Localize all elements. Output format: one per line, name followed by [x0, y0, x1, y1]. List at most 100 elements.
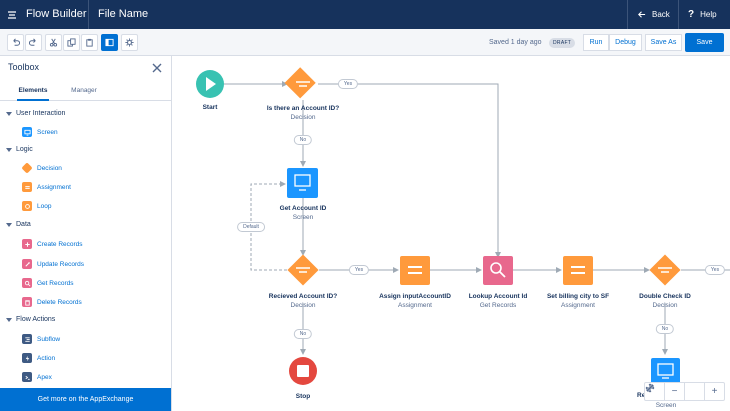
toolbox-tabs: Elements Manager [0, 83, 171, 101]
node-label-double-check: Double Check ID Decision [639, 293, 691, 309]
start-node[interactable] [196, 70, 224, 98]
assignment-icon [22, 182, 32, 192]
connector-label-yes[interactable]: Yes [348, 265, 370, 275]
toolbox-item-get-records[interactable]: Get Records [22, 278, 74, 288]
category-label: Flow Actions [16, 316, 56, 323]
connector-label-default[interactable]: Default [237, 222, 265, 232]
toolbox-item-label: Action [37, 354, 56, 362]
screen-node-rec[interactable] [651, 358, 680, 386]
connector-yes-top[interactable] [318, 83, 501, 258]
paste-button[interactable] [81, 34, 98, 51]
connector-label-no[interactable]: No [655, 324, 675, 334]
flow-connectors [196, 67, 730, 386]
chevron-down-icon [6, 111, 12, 116]
back-button[interactable]: Back [637, 0, 670, 29]
node-label-stop: Stop [295, 393, 311, 400]
connector-label-no[interactable]: No [293, 135, 313, 145]
undo-button[interactable] [7, 34, 24, 51]
toolbox-item-subflow[interactable]: Subflow [22, 334, 60, 344]
connector-label-no[interactable]: No [293, 329, 313, 339]
pan-button[interactable] [645, 383, 665, 400]
flow-canvas[interactable]: Start Is there an Account ID? Decision G… [172, 56, 730, 411]
connector-default[interactable] [250, 181, 287, 271]
toolbox-item-label: Subflow [37, 335, 61, 343]
file-name[interactable]: File Name [98, 8, 149, 20]
apex-icon [22, 372, 32, 382]
toolbar: Saved 1 day ago DRAFT Run Debug Save As … [0, 29, 730, 56]
close-toolbox-button[interactable] [151, 61, 163, 73]
category-flow-actions[interactable]: Flow Actions [6, 316, 55, 323]
zoom-in-button[interactable]: + [711, 386, 718, 397]
scissors-icon [49, 38, 58, 47]
assignment-node-billing[interactable] [563, 256, 593, 285]
get-records-icon [22, 278, 32, 288]
node-label-start: Start [202, 104, 218, 111]
copy-button[interactable] [63, 34, 80, 51]
connector-label-yes[interactable]: Yes [337, 79, 359, 89]
assignment-node-input[interactable] [400, 256, 430, 285]
decision-node-account[interactable] [284, 67, 316, 99]
toolbox-panel: Toolbox Elements Manager User Interactio… [0, 56, 172, 411]
action-icon [22, 353, 32, 363]
toolbox-item-update-records[interactable]: Update Records [22, 259, 84, 269]
toolbox-item-assignment[interactable]: Assignment [22, 182, 71, 192]
loop-icon [22, 201, 32, 211]
close-icon [152, 63, 162, 73]
subflow-icon [22, 334, 32, 344]
toolbox-title: Toolbox [8, 62, 40, 72]
toolbox-item-label: Decision [37, 164, 62, 172]
help-button[interactable]: ? Help [688, 0, 717, 29]
header-divider [678, 0, 679, 29]
stop-node[interactable] [289, 357, 317, 385]
run-button[interactable]: Run [583, 34, 609, 51]
category-user-interaction[interactable]: User Interaction [6, 110, 65, 117]
toolbox-item-label: Screen [37, 128, 58, 136]
cut-button[interactable] [45, 34, 62, 51]
undo-icon [13, 38, 20, 46]
toolbox-item-decision[interactable]: Decision [21, 162, 62, 174]
toolbox-item-screen[interactable]: Screen [22, 127, 58, 137]
fit-icon [646, 384, 654, 392]
fit-view-button[interactable] [646, 383, 705, 400]
tab-manager[interactable]: Manager [71, 87, 97, 94]
connector-label-yes[interactable]: Yes [704, 265, 726, 275]
toolbox-item-label: Get Records [37, 279, 74, 287]
appexchange-button[interactable]: Get more on the AppExchange [0, 388, 171, 411]
toolbox-item-apex[interactable]: Apex [22, 372, 52, 382]
toolbox-item-label: Assignment [37, 183, 71, 191]
gear-icon [125, 38, 134, 47]
save-button[interactable]: Save [685, 33, 724, 52]
move-icon [645, 383, 655, 393]
toolbox-item-label: Loop [37, 202, 52, 210]
flow-builder-logo-icon [0, 0, 24, 29]
header-divider [627, 0, 628, 29]
zoom-out-button[interactable]: − [665, 383, 685, 400]
category-logic[interactable]: Logic [6, 146, 33, 153]
debug-button[interactable]: Debug [609, 34, 642, 51]
chevron-down-icon [6, 317, 12, 322]
toggle-toolbox-button[interactable] [101, 34, 118, 51]
toolbox-item-action[interactable]: Action [22, 353, 55, 363]
node-label-lookup-account: Lookup Account Id Get Records [468, 293, 528, 309]
node-label-rec: Rec [637, 392, 649, 399]
get-records-node-lookup[interactable] [483, 256, 513, 285]
save-as-button[interactable]: Save As [645, 34, 682, 51]
decision-node-received[interactable] [287, 254, 319, 286]
delete-records-icon [22, 297, 32, 307]
redo-button[interactable] [25, 34, 42, 51]
node-sublabel-rec: Screen [655, 402, 677, 409]
tab-elements[interactable]: Elements [17, 83, 49, 101]
category-label: Data [16, 221, 31, 228]
node-label-received-account: Recieved Account ID? Decision [268, 293, 338, 309]
node-label-assign-input: Assign inputAccountID Assignment [379, 293, 451, 309]
back-label: Back [652, 10, 670, 19]
toolbox-item-loop[interactable]: Loop [22, 201, 51, 211]
settings-button[interactable] [121, 34, 138, 51]
decision-node-double-check[interactable] [649, 254, 681, 286]
draft-badge: DRAFT [549, 38, 576, 48]
toolbox-item-delete-records[interactable]: Delete Records [22, 297, 82, 307]
screen-node-get-account[interactable] [287, 168, 318, 198]
toolbox-item-create-records[interactable]: Create Records [22, 239, 83, 249]
decision-icon [21, 162, 33, 174]
category-data[interactable]: Data [6, 221, 31, 228]
